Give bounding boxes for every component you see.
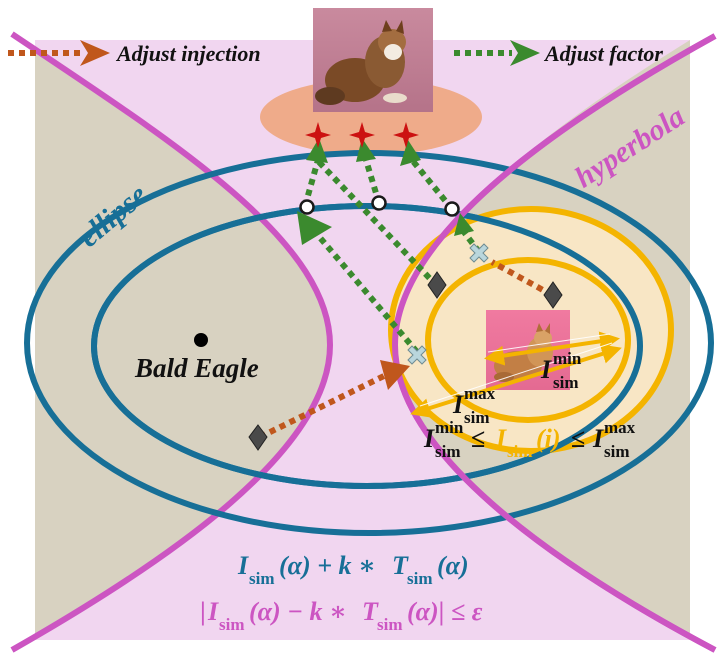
ellipse-formula: I sim (α) + k ∗ T sim (α) <box>237 551 469 588</box>
svg-text:T: T <box>362 597 379 626</box>
min-label: I sim min <box>540 349 582 392</box>
svg-text:sim: sim <box>435 442 461 461</box>
svg-text:(α) + k ∗: (α) + k ∗ <box>279 551 376 580</box>
legend-injection-label: Adjust injection <box>115 41 261 66</box>
factor-arrowhead-2 <box>297 211 332 245</box>
hyperbola-left-branch <box>10 31 334 653</box>
factor-path-2 <box>302 218 420 354</box>
circle-marker-icon <box>299 195 460 217</box>
legend-factor-label: Adjust factor <box>543 41 663 66</box>
svg-text:min: min <box>553 349 582 368</box>
star-marker-icon <box>305 122 419 148</box>
factor-path-3 <box>302 159 321 207</box>
svg-text:sim: sim <box>377 615 403 634</box>
min-arrow-highlight <box>487 333 611 353</box>
eagle-label: Bald Eagle <box>134 353 259 383</box>
legend-injection-arrowhead <box>80 40 110 66</box>
svg-text:max: max <box>604 418 636 437</box>
factor-arrowhead-6 <box>454 213 474 236</box>
svg-text:min: min <box>435 418 464 437</box>
svg-text:I: I <box>592 424 604 453</box>
factor-path-1 <box>314 157 440 289</box>
svg-text:sim: sim <box>507 442 533 461</box>
legend-factor-arrowhead <box>510 40 540 66</box>
svg-text:|: | <box>200 597 206 626</box>
factor-arrowhead-3 <box>306 138 328 163</box>
svg-text:(α): (α) <box>437 551 469 580</box>
hyperbola-right-overlay <box>391 33 717 653</box>
svg-text:I: I <box>540 355 552 384</box>
svg-text:≤: ≤ <box>571 424 585 453</box>
svg-text:sim: sim <box>407 569 433 588</box>
factor-arrowhead-5 <box>400 140 421 166</box>
svg-text:sim: sim <box>604 442 630 461</box>
svg-text:I: I <box>423 424 435 453</box>
range-inequality: I sim min ≤ I sim (i) ≤ I sim max <box>423 418 636 461</box>
cross-marker-icon <box>407 243 489 365</box>
cat-image-icon <box>313 8 433 112</box>
svg-text:sim: sim <box>219 615 245 634</box>
injection-path-1 <box>258 369 394 440</box>
svg-text:I: I <box>207 597 219 626</box>
svg-text:(α)| ≤ ε: (α)| ≤ ε <box>407 597 483 626</box>
svg-text:max: max <box>464 384 496 403</box>
svg-text:I: I <box>237 551 249 580</box>
svg-text:sim: sim <box>249 569 275 588</box>
max-arrow-highlight <box>419 342 613 407</box>
svg-text:≤: ≤ <box>471 424 485 453</box>
eagle-point <box>194 333 208 347</box>
svg-text:I: I <box>495 424 507 453</box>
max-label: I sim max <box>452 384 496 427</box>
inner-ellipse-overlay <box>91 203 643 489</box>
diamond-marker-icon <box>248 271 563 451</box>
hyperbola-formula: | I sim (α) − k ∗ T sim (α)| ≤ ε <box>200 597 483 634</box>
svg-text:sim: sim <box>553 373 579 392</box>
svg-text:(i): (i) <box>536 424 561 453</box>
max-range-arrow <box>410 344 622 418</box>
svg-text:(α) − k ∗: (α) − k ∗ <box>249 597 347 626</box>
injection-path-2 <box>490 259 554 298</box>
injection-arrowhead-1 <box>380 360 410 390</box>
left-outer-region <box>35 50 330 640</box>
svg-text:I: I <box>452 390 464 419</box>
factor-path-4 <box>363 159 382 204</box>
svg-text:sim: sim <box>464 408 490 427</box>
svg-text:T: T <box>392 551 409 580</box>
